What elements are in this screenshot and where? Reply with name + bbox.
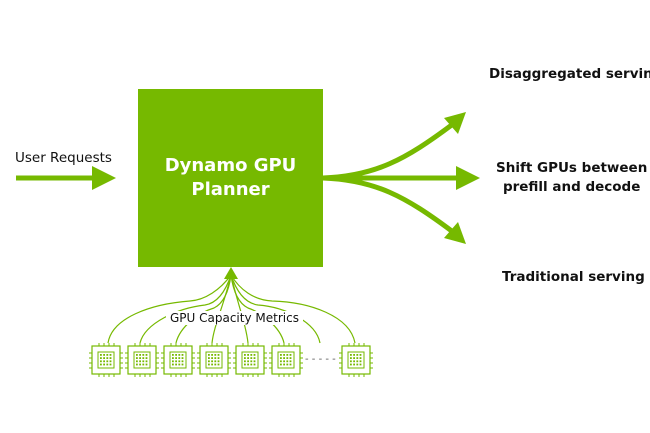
gpu-ellipsis: - - - - - [305, 354, 336, 365]
gpu-chip-icon [89, 343, 123, 377]
gpu-chip-icon [339, 343, 373, 377]
planner-title-line1: Dynamo GPU [164, 155, 297, 176]
gpu-capacity-metrics-label: GPU Capacity Metrics [166, 311, 303, 325]
output-arrow-top-icon [322, 121, 455, 181]
output-arrowhead-top [444, 112, 466, 134]
shift-gpus-label-line1: Shift GPUs between [496, 160, 648, 176]
gpu-chip-icon [125, 343, 159, 377]
metrics-fan-lines [107, 274, 356, 344]
traditional-serving-label: Traditional serving [502, 269, 645, 285]
user-requests-arrow-icon [16, 166, 116, 190]
user-requests-label: User Requests [15, 150, 112, 166]
metrics-arrowhead-icon [224, 267, 238, 279]
output-arrowhead-bottom [444, 222, 466, 244]
gpu-chip-icon [161, 343, 195, 377]
planner-title-line2: Planner [191, 179, 270, 200]
shift-gpus-label-line2: prefill and decode [502, 179, 641, 195]
output-arrow-bottom-icon [322, 175, 455, 235]
gpu-chip-icon [233, 343, 267, 377]
gpu-row [89, 343, 373, 377]
gpu-chip-icon [269, 343, 303, 377]
disaggregated-serving-label: Disaggregated serving [489, 66, 650, 82]
gpu-chip-icon [197, 343, 231, 377]
dynamo-gpu-planner-box: Dynamo GPU Planner [138, 89, 323, 267]
shift-gpus-label: Shift GPUs between prefill and decode [496, 159, 647, 197]
output-arrowhead-middle [456, 166, 480, 190]
output-arrows [322, 112, 480, 244]
